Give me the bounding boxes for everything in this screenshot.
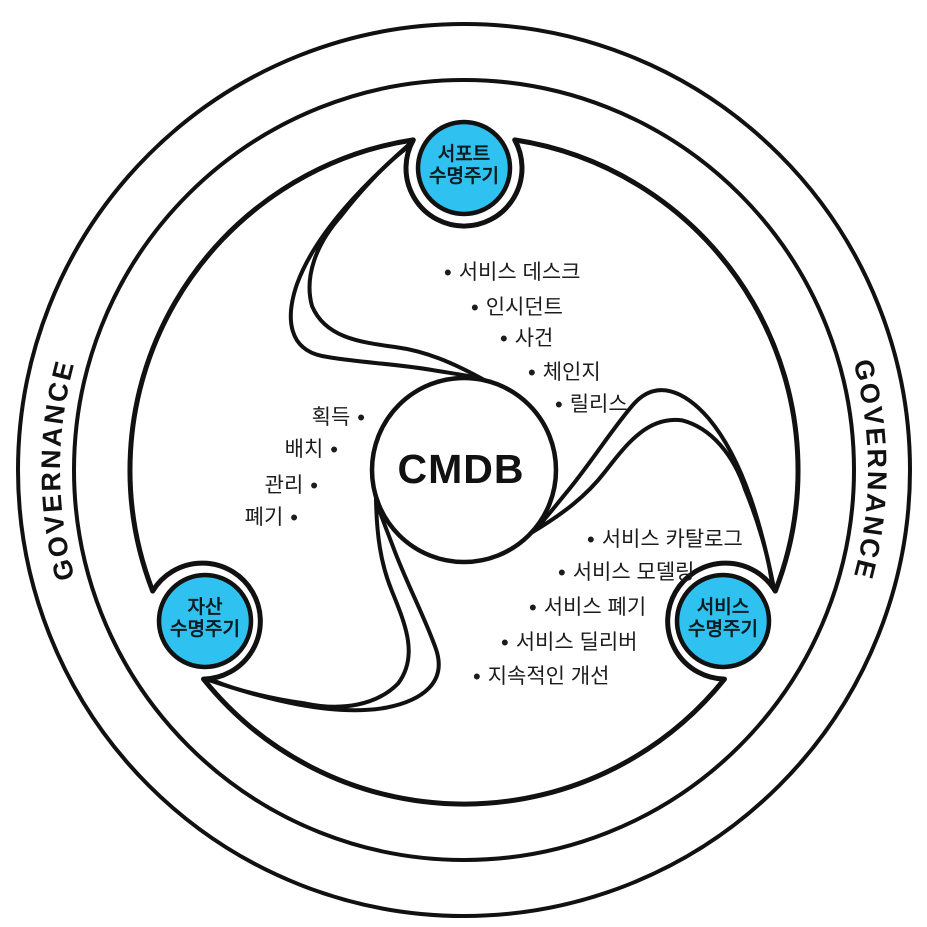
list-item-label: 사건 [514,327,554,350]
support-lifecycle-label: 서포트 수명주기 [429,144,499,188]
list-item: 획득 • [312,404,365,432]
list-item: 관리 • [265,472,318,500]
list-item-label: 서비스 딜리버 [515,631,638,654]
list-item-label: 릴리스 [569,393,628,416]
list-item: • 사건 [500,325,553,353]
list-item-label: 지속적인 개선 [487,665,610,688]
list-item-label: 서비스 데스크 [458,261,581,284]
bullet-icon: • [310,473,318,498]
list-item-label: 인시던트 [485,296,563,319]
list-item-label: 폐기 [244,506,284,529]
bullet-icon: • [357,405,365,430]
list-item: • 지속적인 개선 [473,663,609,691]
service-lifecycle-label: 서비스 수명주기 [688,597,758,641]
bullet-icon: • [528,360,536,385]
bullet-icon: • [471,295,479,320]
bullet-icon: • [330,437,338,462]
list-item: • 서비스 모델링 [558,559,694,587]
list-item-label: 관리 [264,474,304,497]
list-item-label: 배치 [284,438,324,461]
bullet-icon: • [555,392,563,417]
bullet-icon: • [473,664,481,689]
service-lifecycle-circle [674,572,772,670]
list-item: • 서비스 딜리버 [501,629,637,657]
cmdb-center-label: CMDB [397,446,525,492]
list-item-label: 체인지 [542,361,601,384]
list-item: • 서비스 폐기 [529,594,646,622]
bullet-icon: • [587,527,595,552]
bullet-icon: • [529,595,537,620]
support-lifecycle-circle [415,119,513,217]
bullet-icon: • [290,505,298,530]
bullet-icon: • [500,326,508,351]
list-item: • 서비스 카탈로그 [587,526,743,554]
list-item-label: 서비스 모델링 [572,561,695,584]
list-item-label: 획득 [311,406,351,429]
asset-lifecycle-circle [156,572,254,670]
bullet-icon: • [501,630,509,655]
bullet-icon: • [558,560,566,585]
list-item-label: 서비스 카탈로그 [601,528,743,551]
list-item: 폐기 • [245,504,298,532]
list-item: 배치 • [285,436,338,464]
asset-lifecycle-label: 자산 수명주기 [170,597,240,641]
list-item: • 릴리스 [555,391,628,419]
bullet-icon: • [444,260,452,285]
list-item-label: 서비스 폐기 [543,596,647,619]
list-item: • 서비스 데스크 [444,259,580,287]
list-item: • 체인지 [528,359,601,387]
list-item: • 인시던트 [471,294,563,322]
core-circle [369,375,559,565]
